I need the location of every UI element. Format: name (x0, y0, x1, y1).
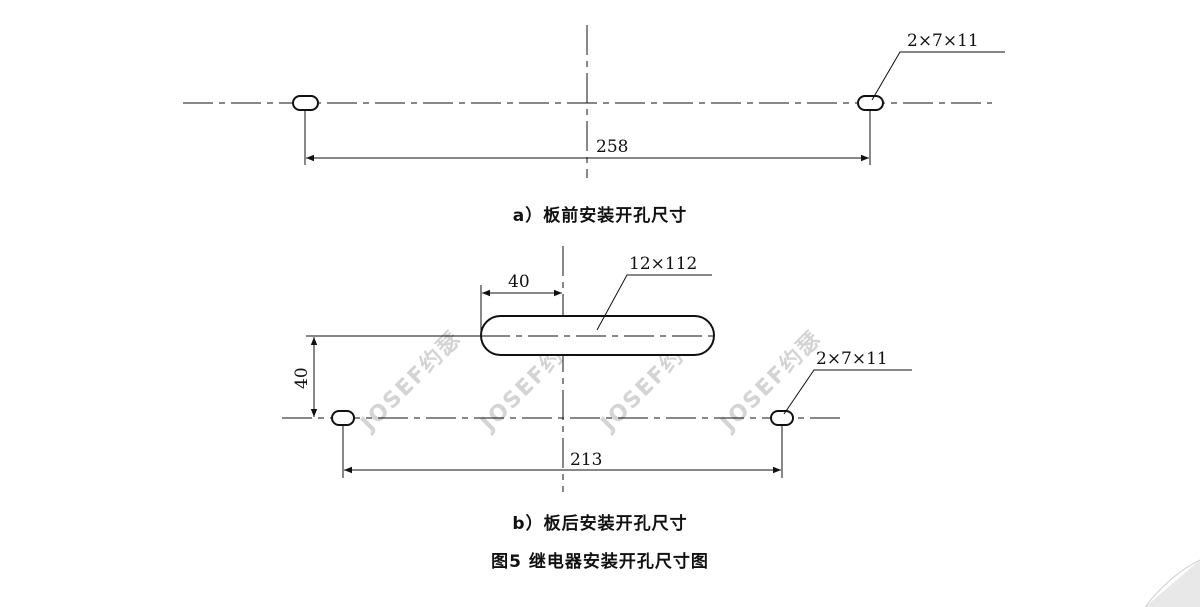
b-top-offset-label: 40 (508, 272, 530, 292)
a-left-slot (292, 95, 319, 111)
b-slot-label: 2×7×11 (816, 349, 888, 369)
caption-a: a）板前安装开孔尺寸 (512, 206, 688, 226)
watermark-1: JOSEF约瑟 (354, 325, 466, 437)
b-slot-leader (783, 369, 912, 415)
page-curl-corner (1145, 560, 1200, 607)
a-slot-label: 2×7×11 (907, 31, 979, 51)
figure-a-drawing (183, 25, 1005, 178)
b-long-slot-leader (596, 274, 712, 331)
a-slot-leader (871, 51, 1005, 101)
b-span-label: 213 (570, 450, 602, 470)
figure-title: 图5 继电器安装开孔尺寸图 (491, 552, 709, 572)
caption-b: b）板后安装开孔尺寸 (512, 514, 688, 534)
figure-b-drawing (282, 246, 912, 492)
b-left-slot (331, 410, 355, 426)
b-right-slot (770, 410, 794, 426)
a-right-slot (857, 95, 884, 111)
b-vertical-offset-label: 40 (292, 367, 312, 389)
a-span-label: 258 (596, 137, 628, 157)
b-long-slot-label: 12×112 (629, 254, 697, 274)
